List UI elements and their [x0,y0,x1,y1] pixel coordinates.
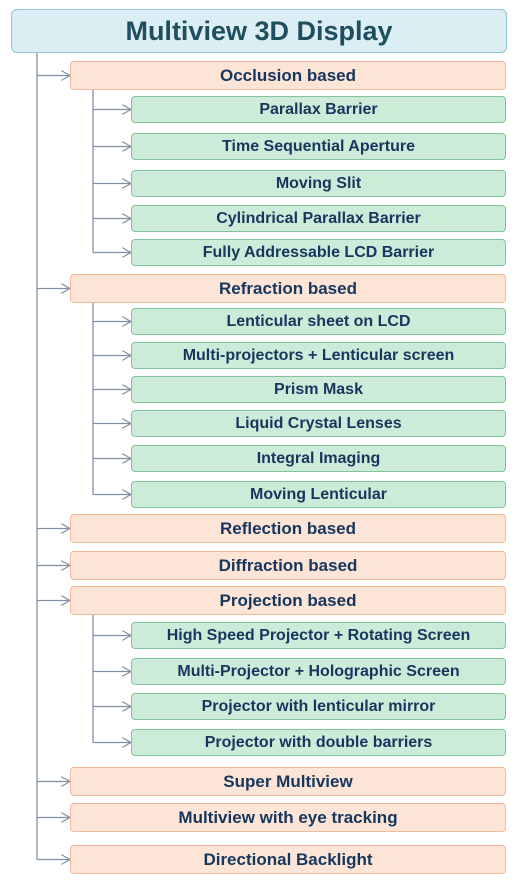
category-node: Directional Backlight [70,845,506,874]
technique-node: Projector with lenticular mirror [131,693,506,720]
category-node: Projection based [70,586,506,615]
category-node: Occlusion based [70,61,506,90]
technique-node: Parallax Barrier [131,96,506,123]
technique-node: Moving Slit [131,170,506,197]
technique-node: Multi-projectors + Lenticular screen [131,342,506,369]
category-node: Super Multiview [70,767,506,796]
technique-node: Multi-Projector + Holographic Screen [131,658,506,685]
category-node: Reflection based [70,514,506,543]
category-node: Multiview with eye tracking [70,803,506,832]
technique-node: Lenticular sheet on LCD [131,308,506,335]
category-node: Refraction based [70,274,506,303]
technique-node: High Speed Projector + Rotating Screen [131,622,506,649]
category-node: Diffraction based [70,551,506,580]
technique-node: Time Sequential Aperture [131,133,506,160]
technique-node: Cylindrical Parallax Barrier [131,205,506,232]
technique-node: Moving Lenticular [131,481,506,508]
technique-node: Projector with double barriers [131,729,506,756]
root-node-title: Multiview 3D Display [11,9,507,53]
technique-node: Prism Mask [131,376,506,403]
technique-node: Fully Addressable LCD Barrier [131,239,506,266]
technique-node: Liquid Crystal Lenses [131,410,506,437]
technique-node: Integral Imaging [131,445,506,472]
